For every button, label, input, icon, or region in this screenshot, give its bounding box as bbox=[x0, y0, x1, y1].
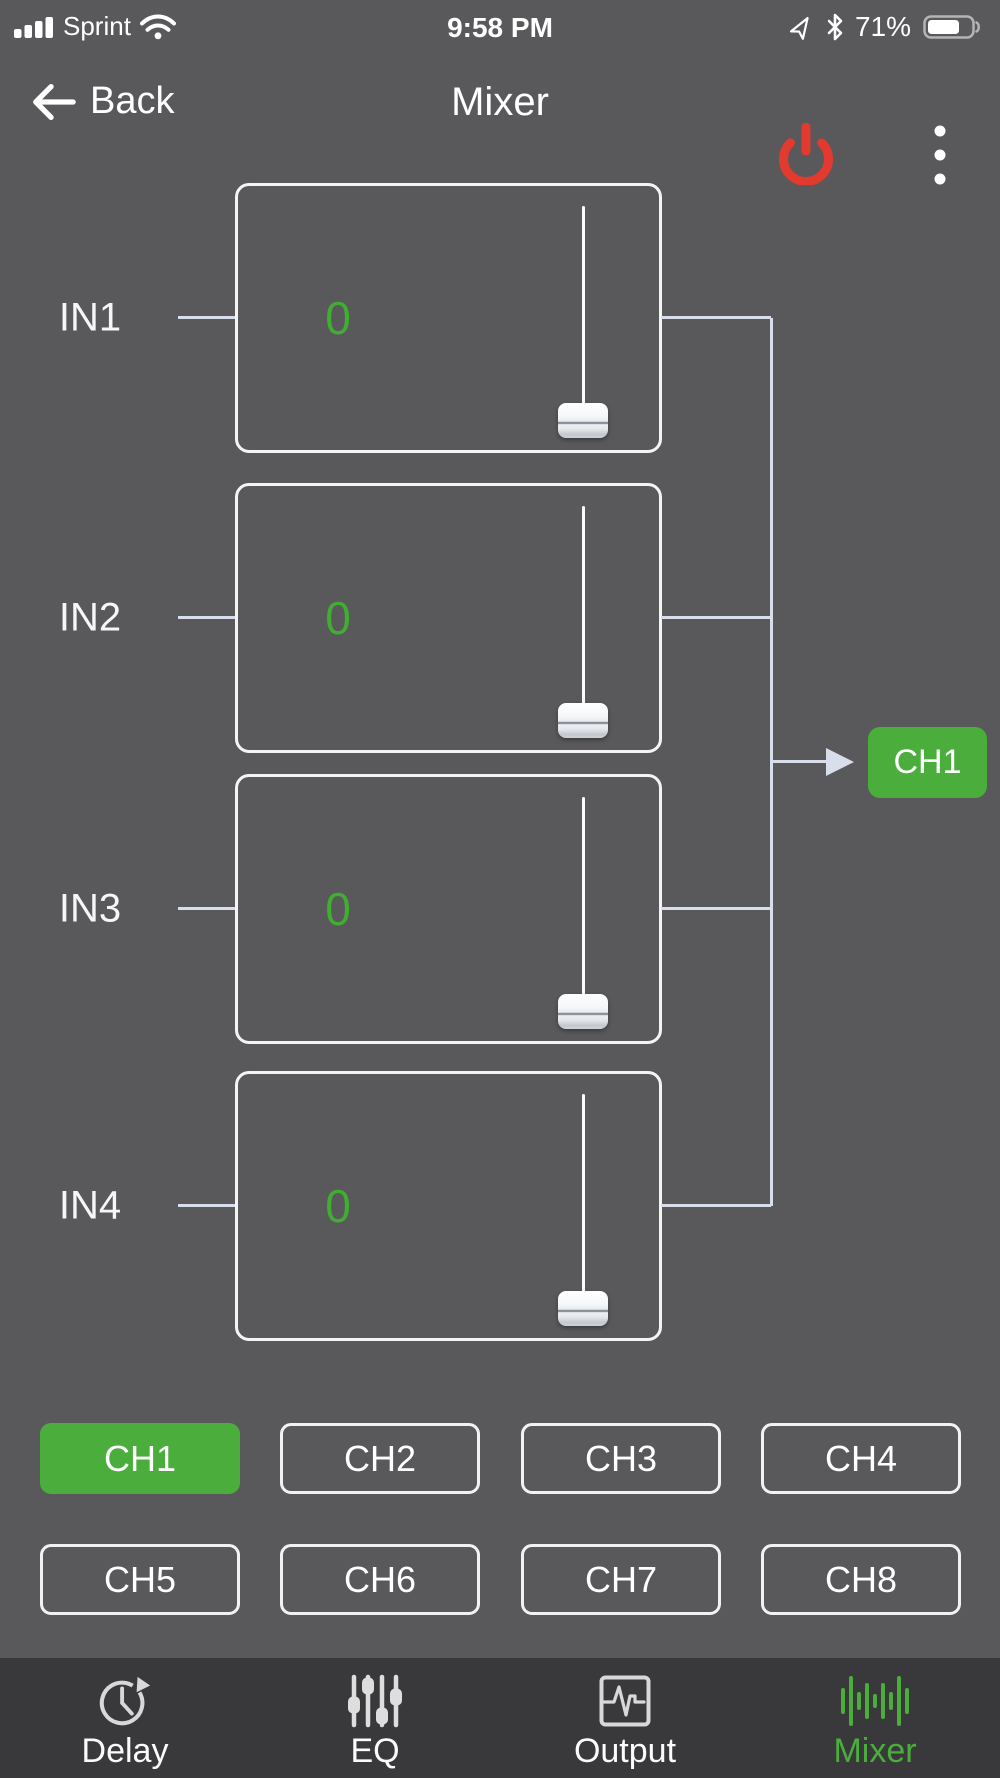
input-gain-box: 0 bbox=[235, 774, 662, 1044]
gain-slider-thumb[interactable] bbox=[558, 994, 608, 1029]
wifi-icon bbox=[139, 13, 176, 39]
eq-sliders-icon bbox=[348, 1674, 402, 1728]
mixer-input-row-4: IN4 0 bbox=[0, 1071, 1000, 1341]
tab-mixer[interactable]: Mixer bbox=[750, 1658, 1000, 1778]
gain-slider-thumb[interactable] bbox=[558, 403, 608, 438]
nav-bar: Back Mixer bbox=[0, 53, 1000, 186]
output-channel-button[interactable]: CH1 bbox=[868, 727, 987, 798]
waveform-bars-icon bbox=[841, 1676, 909, 1726]
gain-slider-thumb[interactable] bbox=[558, 1291, 608, 1326]
input-label: IN1 bbox=[58, 295, 122, 340]
output-wire bbox=[661, 907, 771, 910]
power-button[interactable] bbox=[776, 122, 836, 186]
mixer-input-row-3: IN3 0 bbox=[0, 774, 1000, 1044]
gain-slider-thumb[interactable] bbox=[558, 703, 608, 738]
gain-slider-track bbox=[582, 1094, 585, 1296]
input-gain-box: 0 bbox=[235, 183, 662, 453]
bluetooth-icon bbox=[827, 13, 843, 40]
gain-value: 0 bbox=[325, 883, 351, 935]
output-wire bbox=[661, 1204, 771, 1207]
channel-button-ch6[interactable]: CH6 bbox=[280, 1544, 480, 1615]
status-right-cluster: 71% bbox=[789, 0, 983, 53]
input-wire bbox=[178, 1204, 237, 1207]
gain-slider-track bbox=[582, 206, 585, 408]
gain-slider-track bbox=[582, 506, 585, 708]
output-wire bbox=[661, 316, 771, 319]
tab-label: Delay bbox=[81, 1732, 169, 1770]
power-icon bbox=[779, 122, 833, 186]
back-button[interactable]: Back bbox=[30, 53, 174, 150]
output-wire bbox=[661, 616, 771, 619]
output-meter-icon bbox=[599, 1675, 651, 1727]
output-arrow-icon bbox=[826, 748, 854, 776]
tab-bar: Delay EQ bbox=[0, 1658, 1000, 1778]
tab-label: Output bbox=[573, 1732, 677, 1770]
battery-icon bbox=[923, 14, 980, 39]
location-arrow-icon bbox=[789, 16, 809, 40]
page-title: Mixer bbox=[451, 80, 549, 124]
kebab-menu-icon bbox=[934, 125, 946, 185]
channel-button-ch2[interactable]: CH2 bbox=[280, 1423, 480, 1494]
gain-value: 0 bbox=[325, 292, 351, 344]
tab-label: EQ bbox=[350, 1732, 400, 1770]
tab-delay[interactable]: Delay bbox=[0, 1658, 250, 1778]
battery-percent-label: 71% bbox=[854, 10, 911, 42]
kebab-menu-button[interactable] bbox=[929, 125, 951, 185]
input-label: IN4 bbox=[58, 1183, 122, 1228]
channel-button-ch7[interactable]: CH7 bbox=[521, 1544, 721, 1615]
mixer-input-row-1: IN1 0 bbox=[0, 183, 1000, 453]
mixer-input-row-2: IN2 0 bbox=[0, 483, 1000, 753]
clock-time: 9:58 PM bbox=[447, 12, 553, 43]
channel-button-ch8[interactable]: CH8 bbox=[761, 1544, 961, 1615]
clock-delay-icon bbox=[99, 1676, 151, 1726]
signal-bars-icon bbox=[14, 16, 53, 38]
input-wire bbox=[178, 616, 237, 619]
channel-button-ch4[interactable]: CH4 bbox=[761, 1423, 961, 1494]
gain-value: 0 bbox=[325, 1180, 351, 1232]
input-label: IN3 bbox=[58, 886, 122, 931]
input-label: IN2 bbox=[58, 595, 122, 640]
gain-value: 0 bbox=[325, 592, 351, 644]
status-bar: Sprint 9:58 PM 71% bbox=[0, 0, 1000, 53]
carrier-label: Sprint bbox=[63, 11, 131, 41]
gain-slider-track bbox=[582, 797, 585, 999]
input-gain-box: 0 bbox=[235, 1071, 662, 1341]
channel-button-ch1[interactable]: CH1 bbox=[40, 1423, 240, 1494]
back-label: Back bbox=[90, 80, 175, 122]
tab-eq[interactable]: EQ bbox=[250, 1658, 500, 1778]
channel-button-ch3[interactable]: CH3 bbox=[521, 1423, 721, 1494]
tab-label: Mixer bbox=[833, 1732, 917, 1770]
status-left-cluster: Sprint bbox=[14, 0, 176, 53]
input-gain-box: 0 bbox=[235, 483, 662, 753]
tab-output[interactable]: Output bbox=[500, 1658, 750, 1778]
output-arrow-shaft bbox=[771, 760, 827, 763]
channel-button-ch5[interactable]: CH5 bbox=[40, 1544, 240, 1615]
input-wire bbox=[178, 316, 237, 319]
input-wire bbox=[178, 907, 237, 910]
back-arrow-icon bbox=[33, 83, 76, 120]
